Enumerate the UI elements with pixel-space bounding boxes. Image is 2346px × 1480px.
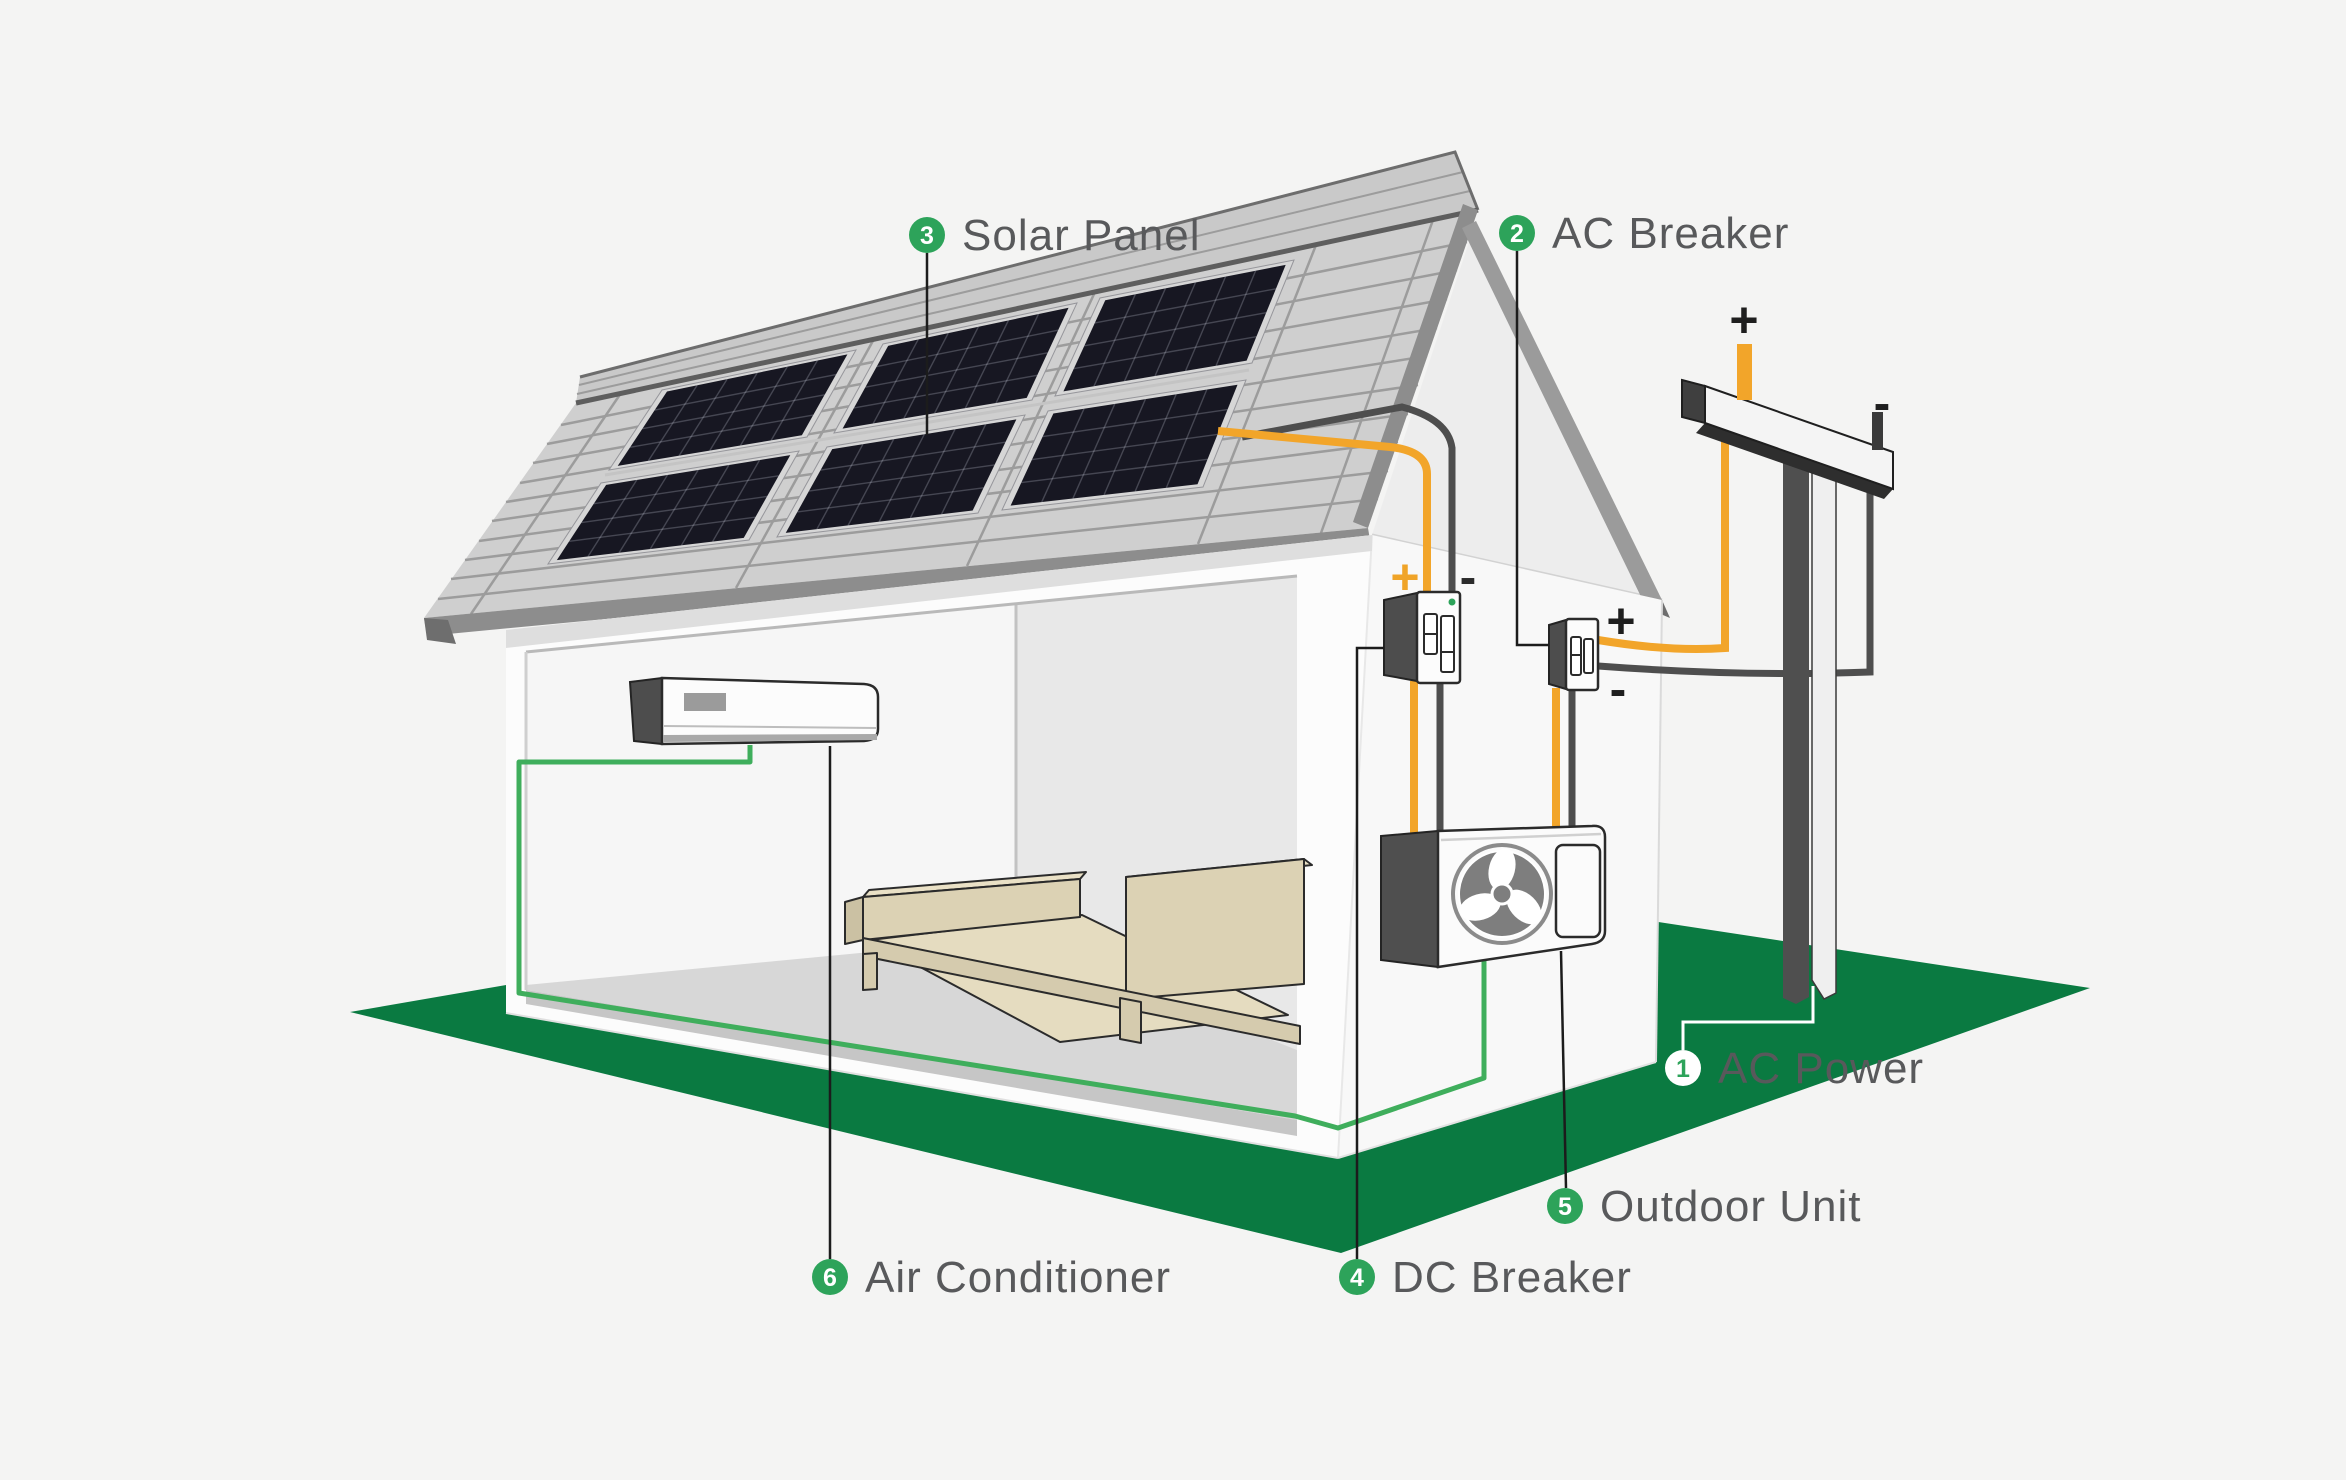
solar-panel <box>842 307 1069 429</box>
bed <box>844 858 1313 1045</box>
label-1-badge <box>1665 1050 1701 1086</box>
label-6-badge <box>812 1259 848 1295</box>
label-5-badge <box>1547 1188 1583 1224</box>
solar-panel <box>556 455 791 561</box>
grid-plus-sign: + <box>1729 292 1758 348</box>
ac-plus-sign: + <box>1606 593 1635 649</box>
ac-minus-sign: - <box>1610 661 1627 717</box>
grid-positive-terminal <box>1737 344 1752 400</box>
pole-post-dark <box>1783 452 1809 1004</box>
indoor-outdoor-green-wire <box>516 745 1487 1131</box>
solar-panel <box>785 419 1017 533</box>
label-solar-panel: 3 Solar Panel <box>909 211 1200 260</box>
fan-ring <box>1451 843 1553 945</box>
grid-negative-wire <box>1597 450 1874 678</box>
svg-text:2: 2 <box>1510 220 1524 248</box>
solar-panel-array <box>546 259 1295 565</box>
label-air-conditioner: 6 Air Conditioner <box>812 1253 1171 1302</box>
label-2-text: AC Breaker <box>1552 209 1789 258</box>
svg-text:1: 1 <box>1676 1055 1690 1083</box>
air-conditioner-indoor-unit <box>628 676 880 746</box>
label-4-text: DC Breaker <box>1392 1253 1632 1302</box>
roof-back-slope <box>576 150 1480 403</box>
label-3-text: Solar Panel <box>962 211 1200 260</box>
label-3-badge <box>909 217 945 253</box>
label-2-badge <box>1499 215 1535 251</box>
leader-lines <box>828 251 1568 1259</box>
gable-rake-band <box>1462 221 1662 607</box>
dc-breaker <box>1383 590 1462 685</box>
label-4-badge <box>1339 1259 1375 1295</box>
label-6-text: Air Conditioner <box>865 1253 1171 1302</box>
pv-negative-wire <box>1241 403 1456 597</box>
under-eave-shadow <box>506 535 1372 648</box>
fan-blades <box>1459 848 1542 925</box>
svg-text:5: 5 <box>1558 1193 1572 1221</box>
label-5-text: Outdoor Unit <box>1600 1182 1861 1231</box>
solar-panel <box>1010 384 1238 506</box>
solar-panel <box>1063 264 1286 392</box>
pv-positive-wire <box>1217 427 1431 594</box>
pole-post-light <box>1811 447 1837 1000</box>
utility-pole <box>1681 344 1894 1004</box>
solar-panel <box>617 354 848 466</box>
label-dc-breaker: 4 DC Breaker <box>1339 1253 1632 1302</box>
dc-plus-sign: + <box>1390 549 1419 605</box>
ac-breaker <box>1548 617 1600 692</box>
polarity-signs: + - + - + - <box>1390 292 1890 717</box>
ac-power-leader-line <box>1681 986 1815 1050</box>
svg-text:3: 3 <box>920 222 934 250</box>
roof-ridge-line <box>575 207 1479 406</box>
ac-display-panel <box>684 693 726 711</box>
label-ac-power: 1 AC Power <box>1665 1044 1924 1093</box>
eave-corner-soffit <box>424 618 456 644</box>
grid-negative-terminal <box>1872 412 1883 450</box>
dc-minus-sign: - <box>1460 549 1477 605</box>
outdoor-unit <box>1380 824 1607 969</box>
svg-text:4: 4 <box>1350 1264 1364 1292</box>
outdoor-unit-grille <box>1554 843 1602 939</box>
label-outdoor-unit: 5 Outdoor Unit <box>1547 1182 1861 1231</box>
svg-text:6: 6 <box>823 1264 837 1292</box>
dc-breaker-led <box>1448 598 1456 606</box>
label-ac-breaker: 2 AC Breaker <box>1499 209 1789 258</box>
grid-positive-wire <box>1597 428 1729 653</box>
grid-minus-sign: - <box>1874 375 1891 431</box>
roof-eave-fascia <box>424 528 1371 636</box>
label-1-text: AC Power <box>1718 1044 1924 1093</box>
